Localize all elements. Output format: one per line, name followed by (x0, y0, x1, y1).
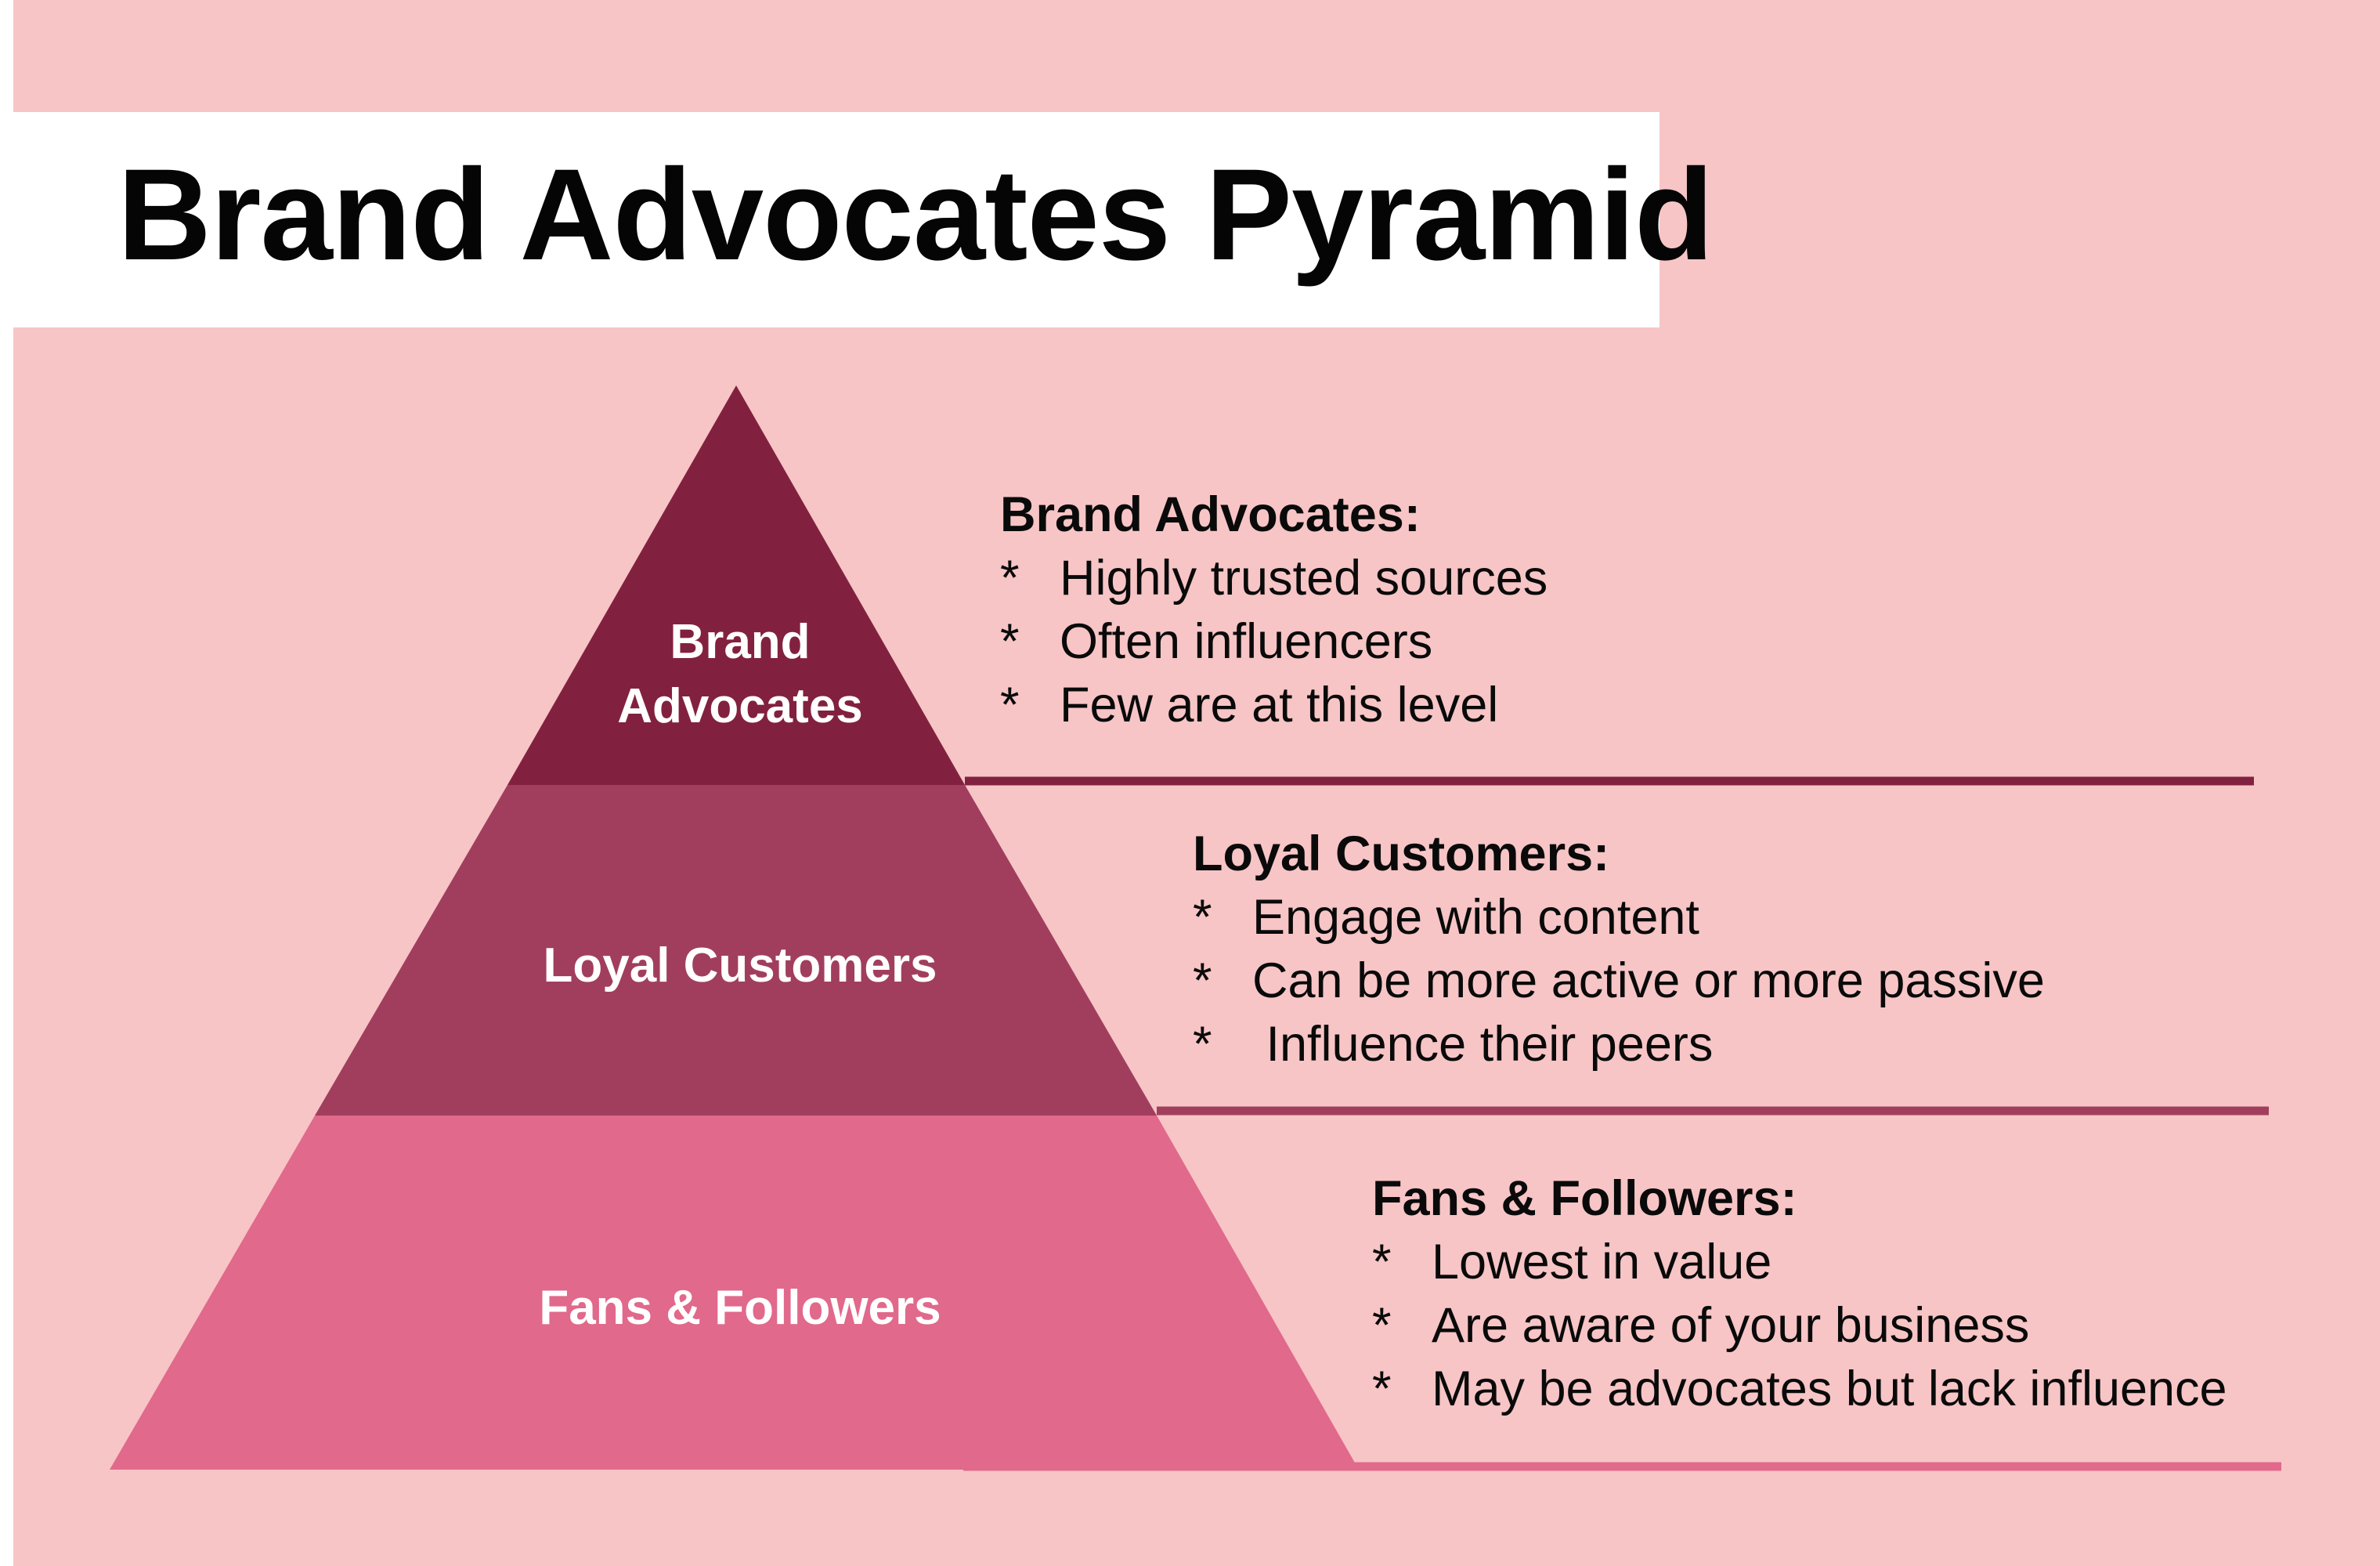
list-item: * Engage with content (1193, 886, 2045, 949)
pyramid-tier-brand-advocates (507, 385, 965, 785)
tier-label-brand-advocates-line-1: Brand (670, 615, 810, 669)
description-loyal-customers: Loyal Customers: * Engage with content *… (1193, 823, 2045, 1076)
list-item: * Can be more active or more passive (1193, 949, 2045, 1013)
description-fans-followers: Fans & Followers: * Lowest in value * Ar… (1372, 1167, 2227, 1421)
description-brand-advocates: Brand Advocates: * Highly trusted source… (1000, 483, 1548, 737)
bullet-marker: * (1193, 890, 1212, 945)
list-item-text: Are aware of your business (1432, 1298, 2030, 1353)
page-title: Brand Advocates Pyramid (117, 143, 1714, 288)
list-item: * Few are at this level (1000, 674, 1548, 737)
bullet-marker: * (1000, 614, 1020, 669)
list-item: * Highly trusted sources (1000, 547, 1548, 610)
list-item: * Influence their peers (1193, 1013, 2045, 1076)
pyramid-tier-fans-followers (110, 1116, 1359, 1470)
list-item-text: Few are at this level (1060, 678, 1499, 732)
bullet-marker: * (1193, 953, 1212, 1008)
bullet-marker: * (1372, 1298, 1392, 1353)
bullet-marker: * (1193, 1017, 1212, 1072)
tier-label-loyal-customers: Loyal Customers (543, 939, 937, 993)
tier-label-brand-advocates-line-2: Advocates (617, 679, 863, 733)
description-heading: Brand Advocates: (1000, 487, 1421, 542)
description-heading: Loyal Customers: (1193, 826, 1610, 881)
tier-label-fans-followers: Fans & Followers (539, 1281, 941, 1335)
bullet-marker: * (1000, 678, 1020, 732)
pyramid-tier-loyal-customers (315, 785, 1157, 1116)
list-item-text: Influence their peers (1252, 1017, 1714, 1072)
list-item-text: Engage with content (1252, 890, 1699, 945)
bullet-marker: * (1000, 551, 1020, 606)
list-item-text: Highly trusted sources (1060, 551, 1548, 606)
list-item: * Often influencers (1000, 610, 1548, 674)
list-item-text: May be advocates but lack influence (1432, 1362, 2227, 1416)
list-item: * May be advocates but lack influence (1372, 1358, 2227, 1421)
list-item-text: Can be more active or more passive (1252, 953, 2045, 1008)
list-item: * Are aware of your business (1372, 1294, 2227, 1358)
list-item-text: Lowest in value (1432, 1235, 1772, 1289)
title-banner (13, 112, 1659, 327)
description-heading: Fans & Followers: (1372, 1171, 1797, 1226)
list-item-text: Often influencers (1060, 614, 1433, 669)
list-item: * Lowest in value (1372, 1231, 2227, 1294)
bullet-marker: * (1372, 1235, 1392, 1289)
bullet-marker: * (1372, 1362, 1392, 1416)
